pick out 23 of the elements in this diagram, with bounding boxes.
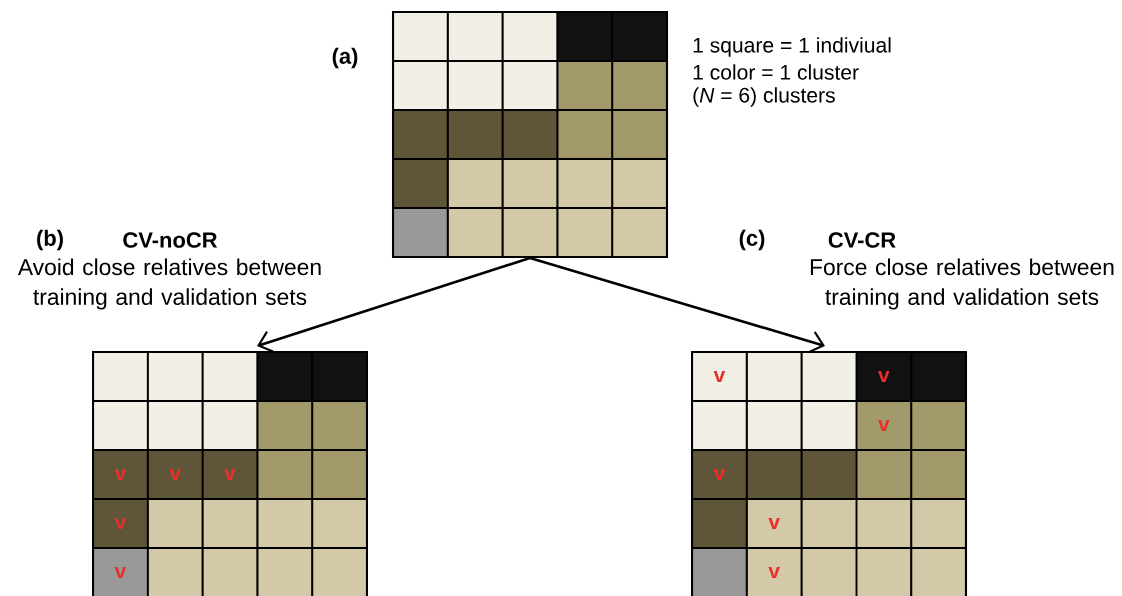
legend-note: 1 color = 1 cluster [693, 64, 859, 80]
validation-mark: v [878, 419, 890, 432]
method-title: CV-CR [828, 232, 896, 248]
panel-label: (a) [332, 47, 358, 69]
validation-mark: v [768, 517, 780, 530]
arrow [257, 256, 531, 353]
panel-label: (c) [739, 229, 765, 251]
validation-mark: v [114, 468, 127, 481]
validation-mark: v [114, 566, 127, 579]
arrow [529, 256, 825, 354]
method-description: Force close relatives between training and validation sets [810, 258, 1114, 310]
validation-mark: v [768, 566, 780, 579]
legend-note: 1 square = 1 indiviual [693, 37, 891, 57]
legend-note: (N = 6) clusters [693, 87, 835, 107]
validation-mark: v [224, 468, 236, 481]
validation-mark: v [878, 370, 890, 383]
method-title: CV-noCR [123, 232, 218, 248]
validation-mark: v [713, 370, 726, 383]
panel-label: (b) [37, 229, 63, 251]
validation-mark: v [114, 517, 127, 530]
validation-mark: v [169, 468, 181, 481]
validation-mark: v [713, 468, 726, 481]
method-description: Avoid close relatives between training and validation sets [17, 258, 321, 310]
